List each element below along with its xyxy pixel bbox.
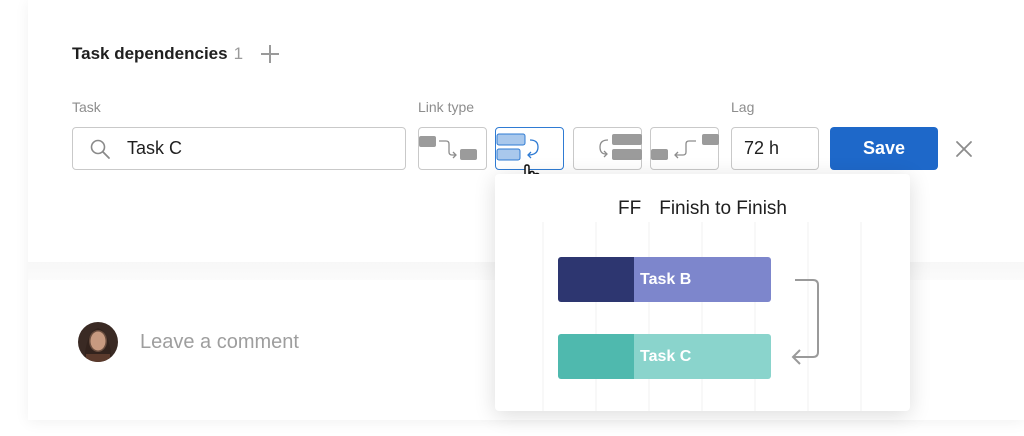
link-type-label: Link type (418, 99, 475, 115)
lag-input[interactable]: 72 h (731, 127, 819, 170)
finish-to-start-icon (419, 136, 477, 160)
start-to-start-icon (599, 134, 642, 160)
task-c-label: Task C (640, 347, 692, 365)
dependency-arrow (791, 279, 819, 365)
task-b-bar: Task B (558, 257, 771, 302)
gantt-grid (542, 222, 862, 411)
save-button[interactable]: Save (830, 127, 938, 170)
plus-icon[interactable] (261, 45, 280, 63)
task-search-input[interactable]: Task C (72, 127, 406, 170)
search-icon (90, 139, 110, 159)
link-type-finish-to-start[interactable] (418, 127, 487, 170)
task-c-bar: Task C (558, 334, 771, 379)
comment-row[interactable]: Leave a comment (78, 322, 299, 362)
close-icon[interactable] (954, 139, 974, 159)
link-type-start-to-finish[interactable] (650, 127, 719, 170)
section-header: Task dependencies 1 (72, 44, 280, 64)
lag-label: Lag (731, 99, 755, 115)
section-title: Task dependencies (72, 44, 228, 63)
task-label: Task (72, 99, 101, 115)
tooltip-heading: FF Finish to Finish (495, 198, 910, 220)
task-b-label: Task B (640, 270, 692, 288)
link-type-start-to-start[interactable] (573, 127, 642, 170)
link-type-finish-to-finish[interactable] (495, 127, 564, 170)
avatar (78, 322, 118, 362)
finish-to-finish-icon (496, 133, 539, 161)
link-type-code: FF (618, 198, 642, 219)
task-input-value: Task C (127, 138, 183, 158)
lag-input-value: 72 h (744, 138, 780, 158)
link-type-tooltip: FF Finish to Finish Task B Task C (495, 174, 910, 411)
start-to-finish-icon (651, 134, 719, 160)
dependency-count: 1 (233, 44, 244, 63)
comment-input[interactable]: Leave a comment (140, 330, 299, 353)
link-type-name: Finish to Finish (659, 198, 787, 219)
